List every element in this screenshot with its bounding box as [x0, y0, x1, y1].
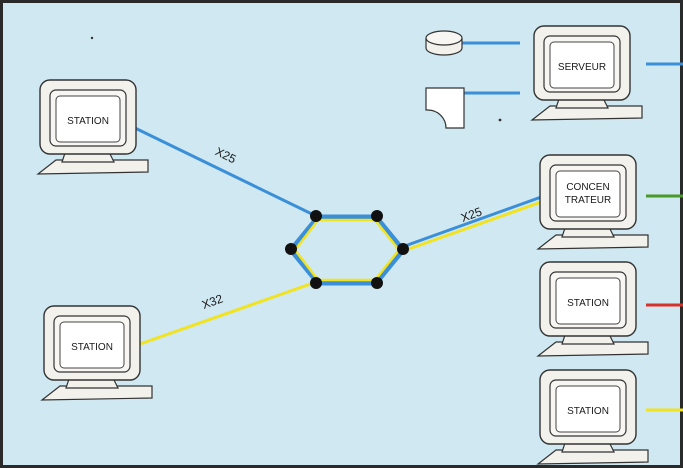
station-bottom-left: STATION — [41, 305, 153, 401]
link-label-x32: X32 — [200, 291, 225, 312]
disk-drive-icon — [425, 30, 463, 56]
punched-card-icon — [425, 87, 465, 129]
network-node — [397, 243, 409, 255]
concentrateur-label-line1: CONCEN — [566, 182, 609, 193]
serveur-node: SERVEUR — [531, 25, 643, 121]
network-node — [310, 210, 322, 222]
station-right-bottom: STATION — [537, 369, 649, 465]
station-label: STATION — [67, 116, 109, 127]
station-top-left: STATION — [37, 79, 149, 175]
concentrateur-label-line2: TRATEUR — [565, 195, 611, 206]
network-node — [285, 243, 297, 255]
network-node — [310, 277, 322, 289]
station-label: STATION — [567, 298, 609, 309]
switching-network — [285, 210, 409, 289]
speck — [498, 118, 502, 122]
network-node — [371, 210, 383, 222]
link-label-x25-right: X25 — [459, 204, 484, 225]
link-x25-left — [134, 126, 317, 218]
concentrateur-node: CONCEN TRATEUR — [537, 154, 649, 250]
speck — [90, 36, 94, 40]
link-x25-right-blue — [401, 194, 545, 249]
link-x25-right-yellow — [402, 199, 545, 253]
network-node — [371, 277, 383, 289]
link-x32-left — [139, 280, 317, 346]
station-label: STATION — [567, 406, 609, 417]
link-lines — [134, 41, 683, 412]
station-label: STATION — [71, 342, 113, 353]
station-right-middle: STATION — [537, 261, 649, 357]
serveur-label: SERVEUR — [558, 62, 606, 73]
